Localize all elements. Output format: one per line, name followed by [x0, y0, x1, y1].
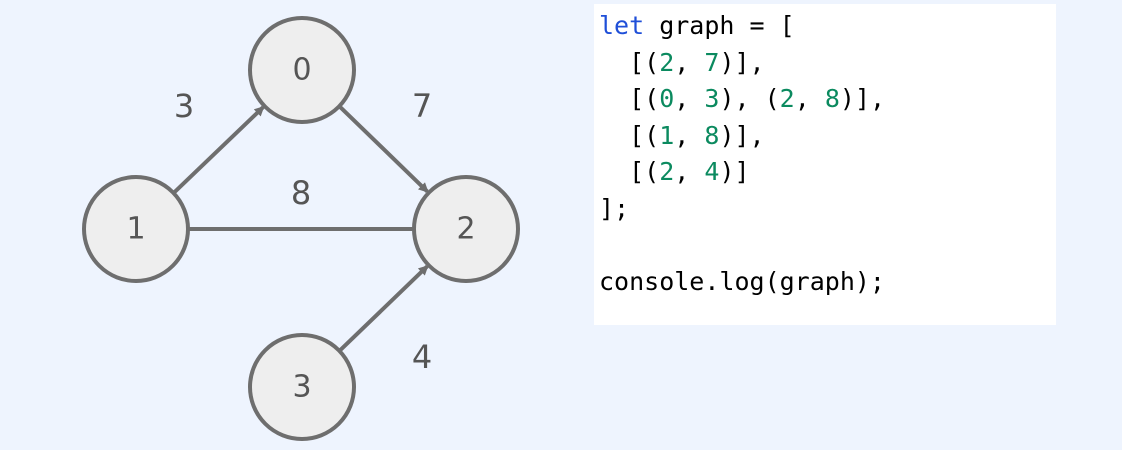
code-number: 7 [704, 47, 720, 77]
code-number: 4 [704, 157, 720, 186]
code-number: 0 [659, 84, 675, 113]
code-number: 1 [659, 120, 675, 150]
code-text: )], [719, 120, 765, 150]
edge-3-2 [333, 265, 429, 357]
code-text: console.log(graph); [599, 266, 885, 296]
node-label-1: 1 [126, 212, 145, 247]
node-3: 3 [248, 333, 356, 441]
edges-layer: 3 7 8 4 [167, 87, 432, 376]
code-text: , [794, 84, 825, 113]
code-line: [(0, 3), (2, 8)], [599, 81, 1056, 118]
node-1: 1 [82, 175, 190, 283]
code-text: )], [719, 47, 765, 77]
node-circle-0 [248, 16, 356, 124]
code-line: console.log(graph); [599, 264, 1056, 301]
node-circle-3 [248, 333, 356, 441]
code-line [599, 227, 1056, 264]
code-text: ), ( [719, 84, 780, 113]
code-number: 8 [704, 120, 720, 150]
edge-0-2 [333, 100, 429, 193]
code-number: 2 [779, 84, 795, 113]
edge-weight-0-2: 7 [412, 87, 432, 125]
code-text: )], [839, 84, 886, 113]
code-line: [(2, 4)] [599, 154, 1056, 191]
node-circle-2 [412, 175, 520, 283]
code-text: [( [599, 120, 660, 150]
node-label-2: 2 [456, 212, 475, 247]
code-text: , [674, 47, 705, 77]
nodes-layer: 0 1 2 3 [82, 16, 520, 441]
code-text: )] [719, 157, 750, 186]
code-panel: let graph = [ [(2, 7)], [(0, 3), (2, 8)]… [594, 4, 1056, 325]
node-2: 2 [412, 175, 520, 283]
node-circle-1 [82, 175, 190, 283]
code-line: [(1, 8)], [599, 118, 1056, 155]
code-text: [( [599, 84, 660, 113]
code-text: , [674, 157, 705, 186]
code-text: graph = [ [644, 11, 795, 40]
code-text: , [674, 120, 705, 150]
code-line: [(2, 7)], [599, 45, 1056, 82]
edge-weight-3-2: 4 [412, 338, 432, 376]
graph-diagram: 3 7 8 4 0 1 2 3 [82, 16, 520, 441]
code-number: 2 [659, 157, 675, 186]
code-keyword: let [599, 11, 645, 40]
code-line: ]; [599, 191, 1056, 228]
node-label-0: 0 [292, 53, 311, 88]
node-label-3: 3 [292, 370, 311, 405]
code-number: 2 [659, 47, 675, 77]
code-text: [( [599, 157, 660, 186]
edge-weight-1-0: 3 [174, 87, 194, 125]
code-line: let graph = [ [599, 8, 1056, 45]
code-text: , [674, 84, 705, 113]
code-number: 3 [704, 84, 720, 113]
node-0: 0 [248, 16, 356, 124]
edge-weight-1-2: 8 [291, 174, 311, 212]
edge-1-0 [167, 105, 265, 199]
code-text: [( [599, 47, 660, 77]
code-number: 8 [824, 84, 840, 113]
code-text: ]; [599, 193, 630, 223]
